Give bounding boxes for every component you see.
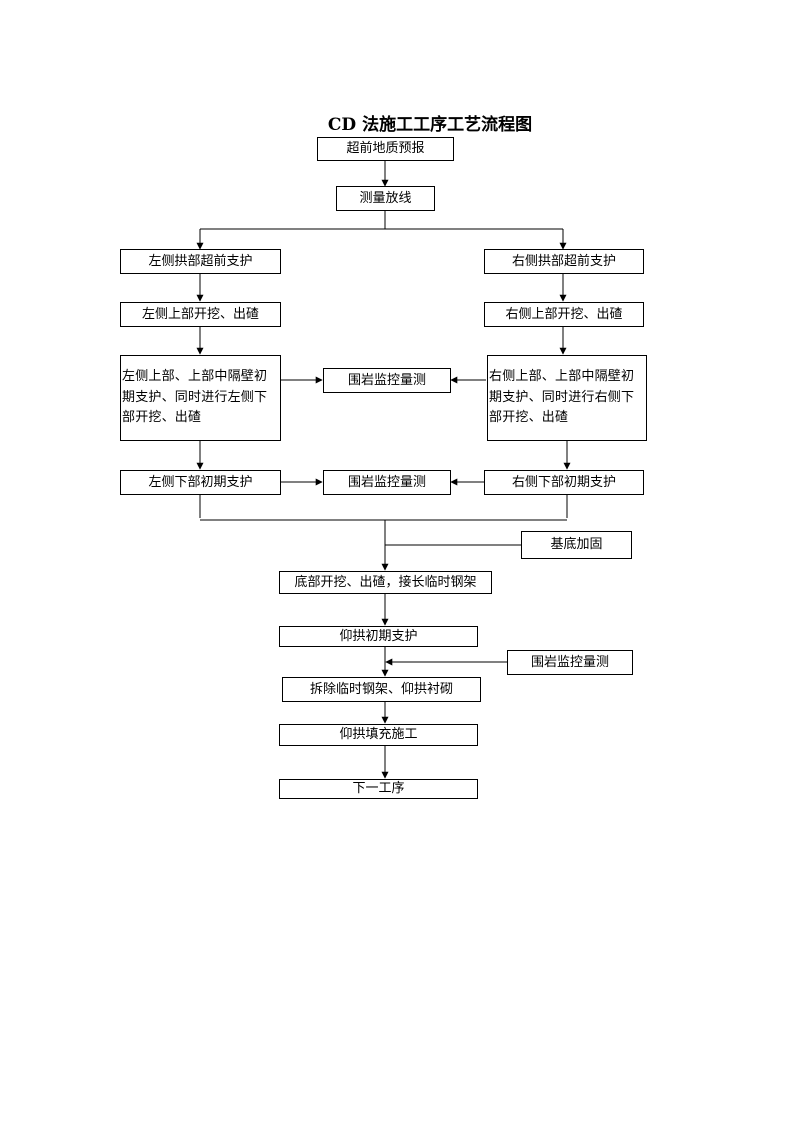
step-right-lower-support: 右侧下部初期支护 [484,470,644,495]
step-next-process: 下一工序 [279,779,478,799]
step-right-middle-support: 右侧上部、上部中隔壁初期支护、同时进行右侧下部开挖、出碴 [487,355,647,441]
step-right-upper-excavation: 右侧上部开挖、出碴 [484,302,644,327]
step-invert-filling: 仰拱填充施工 [279,724,478,746]
step-left-lower-support: 左侧下部初期支护 [120,470,281,495]
step-invert-initial-support: 仰拱初期支护 [279,626,478,647]
step-monitoring-3: 围岩监控量测 [507,650,633,675]
step-geology-forecast: 超前地质预报 [317,137,454,161]
step-remove-temp-frame: 拆除临时钢架、仰拱衬砌 [282,677,481,702]
step-right-arch-advance-support: 右侧拱部超前支护 [484,249,644,274]
step-survey-layout: 测量放线 [336,186,435,211]
step-bottom-excavation: 底部开挖、出碴，接长临时钢架 [279,571,492,594]
diagram-title: CD 法施工工序工艺流程图 [327,115,533,135]
step-base-reinforcement: 基底加固 [521,531,632,559]
step-left-arch-advance-support: 左侧拱部超前支护 [120,249,281,274]
step-left-upper-excavation: 左侧上部开挖、出碴 [120,302,281,327]
step-monitoring-2: 围岩监控量测 [323,470,451,495]
step-left-middle-support: 左侧上部、上部中隔壁初期支护、同时进行左侧下部开挖、出碴 [120,355,281,441]
step-monitoring-1: 围岩监控量测 [323,368,451,393]
